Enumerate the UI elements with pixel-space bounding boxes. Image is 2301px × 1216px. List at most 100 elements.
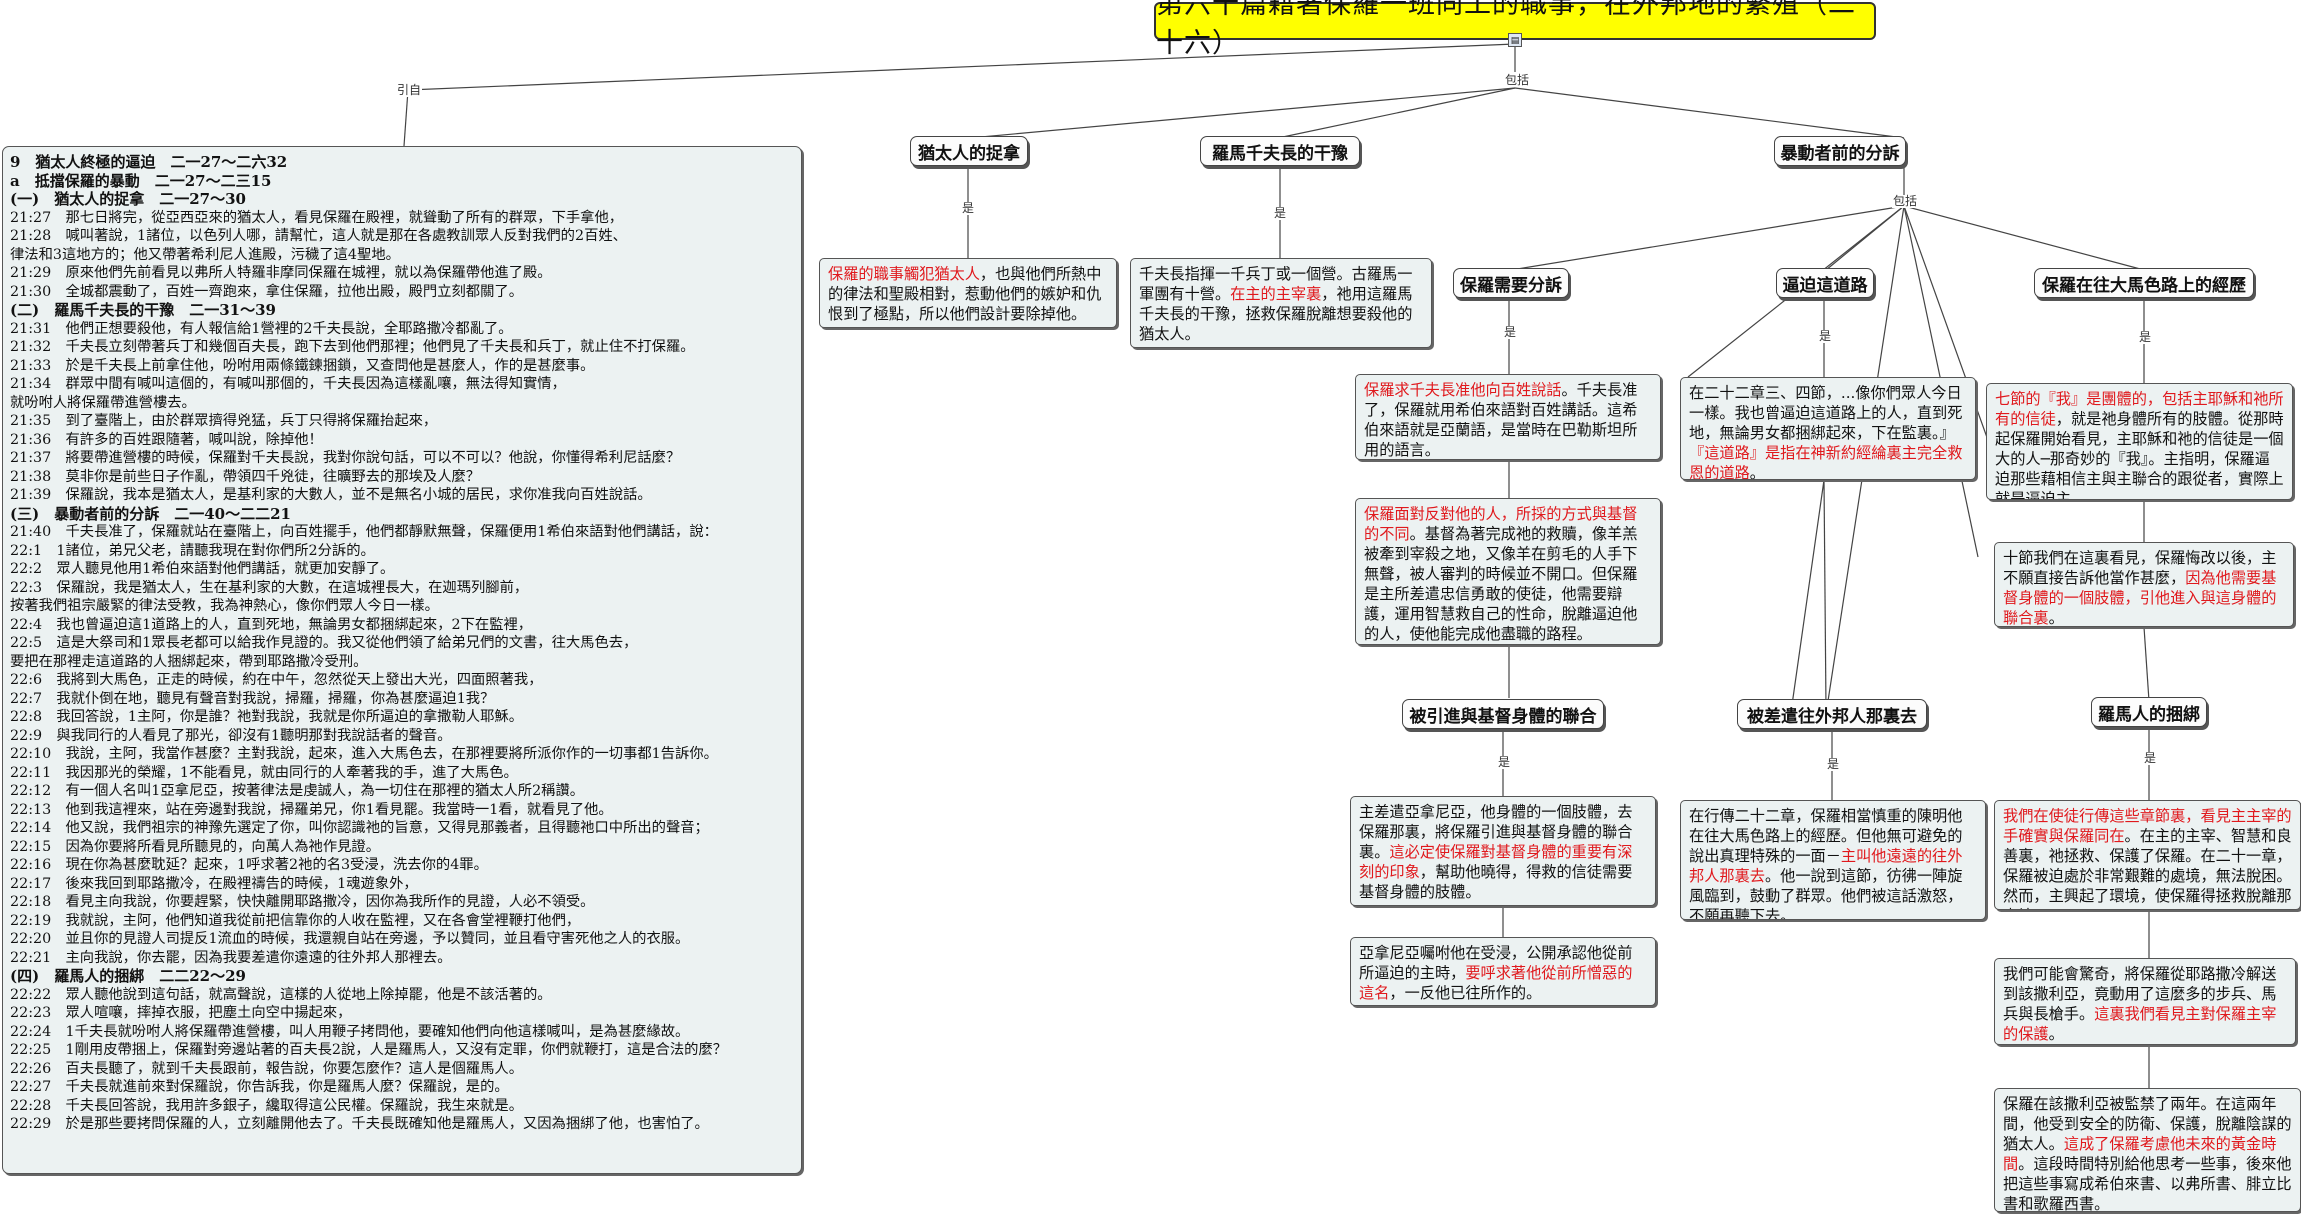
note-paul-approach[interactable]: 保羅面對反對他的人，所採的方式與基督的不同。基督為著完成祂的救贖，像羊羔被牽到宰… [1355,498,1661,645]
verse-line: 21:28 喊叫著說，1諸位，以色列人哪，請幫忙，這人就是那在各處教訓眾人反對我… [10,228,627,244]
note-sovereign-protection[interactable]: 我們可能會驚奇，將保羅從耶路撒冷解送到該撒利亞，竟動用了這麼多的步兵、馬兵與長槍… [1994,958,2296,1045]
verse-line: 21:29 原來他們先前看見以弗所人特羅非摩同保羅在城裡，就以為保羅帶他進了殿。 [10,265,552,281]
topic-roman-binding[interactable]: 羅馬人的捆綁 [2091,697,2207,727]
note-sovereign-hand[interactable]: 我們在使徒行傳這些章節裏，看見主主宰的手確實與保羅同在。在主的主宰、智慧和良善裏… [1994,800,2301,910]
note-text: 千夫長指揮一千兵丁或一個營。古羅馬一軍團有十營。 [1139,265,1413,303]
is-label: 是 [1818,329,1833,343]
note-text: ，也與他們所熱中的律法和聖殿相對，惹動他們的嫉妒和仇恨到了極點，所以他們設計要除… [828,265,1102,323]
verse-line: 21:39 保羅說，我本是猶太人，是基利家的大數人，並不是無名小城的居民，求你准… [10,487,652,503]
note-text: ，就是祂身體所有的肢體。從那時起保羅開始看見，主耶穌和祂的信徒是一個大的人─那奇… [1995,410,2284,500]
verse-line: 22:26 百夫長聽了，就到千夫長跟前，報告說，你要怎麼作？這人是個羅馬人。 [10,1060,523,1077]
topic-sent-to-gentiles[interactable]: 被差遣往外邦人那裏去 [1737,699,1927,729]
note-text: 。他一說到這節，彷彿一陣旋風臨到，鼓動了群眾。他們被這話激怒，不願再聽下去。 [1689,867,1963,920]
topic-defense-before-rioters[interactable]: 暴動者前的分訴 [1774,136,1906,166]
verse-line: 就吩咐人將保羅帶進營樓去。 [10,394,196,411]
note-ananias-sent[interactable]: 主差遣亞拿尼亞，他身體的一個肢體，去保羅那裏，將保羅引進與基督身體的聯合裏。這必… [1350,796,1656,906]
note-jews-arrest[interactable]: 保羅的職事觸犯猶太人，也與他們所熱中的律法和聖殿相對，惹動他們的嫉妒和仇恨到了極… [819,258,1117,328]
outline-heading: (四) 羅馬人的捆綁 二二22～29 [10,967,246,985]
verse-line: 22:8 我回答說，1主阿，你是誰？祂對我說，我就是你所逼迫的拿撒勒人耶穌。 [10,709,523,725]
note-text: 。千夫長准了，保羅就用希伯來語對百姓講話。這希伯來語就是亞蘭語，是當時在巴勒斯坦… [1364,381,1638,459]
verse-line: 21:37 將要帶進營樓的時候，保羅對千夫長說，我對你說句話，可以不可以？他說，… [10,450,681,466]
verse-line: 22:24 1千夫長就吩咐人將保羅帶進營樓，叫人用鞭子拷問他，要確知他們向他這樣… [10,1023,690,1040]
verse-line: 22:10 我說，主阿，我當作甚麼？主對我說，起來，進入大馬色去，在那裡要將所派… [10,746,718,762]
highlight-text: 這成了保羅考慮他未來的黃金時間 [2003,1135,2277,1173]
highlight-text: 這裏我們看見主對保羅主宰的保護 [2003,1005,2277,1043]
note-text: 亞拿尼亞囑咐他在受浸，公開承認他從前所逼迫的主時， [1359,944,1633,982]
is-label: 是 [961,201,976,215]
outline-heading: a 抵擋保羅的暴動 二一27～二三15 [10,171,272,190]
topic-paul-needs-defense[interactable]: 保羅需要分訴 [1453,268,1569,298]
highlight-text: 『這道路』是指在神新約經綸裏主完全救恩的道路 [1689,444,1963,480]
verse-line: 21:36 有許多的百姓跟隨著，喊叫說，除掉他！ [10,431,323,448]
verse-line: 21:27 那七日將完，從亞西亞來的猶太人，看見保羅在殿裡，就聳動了所有的群眾，… [10,209,624,226]
outline-heading: 9 猶太人終極的逼迫 二一27～二六32 [10,153,288,171]
outline-heading: (一) 猶太人的捉拿 二一27～30 [10,190,246,208]
note-text: 。在主的主宰、智慧和良善裏，祂拯救、保護了保羅。在二十一章，保羅被迫處於非常艱難… [2003,827,2292,909]
includes-label: 包括 [1892,194,1919,208]
intro-label: 引自 [396,83,423,97]
note-text: 。基督為著完成祂的救贖，像羊羔被牽到宰殺之地，又像羊在剪毛的人手下無聲，被人審判… [1364,525,1638,643]
topic-union-with-body[interactable]: 被引進與基督身體的聯合 [1402,699,1604,729]
verse-line: 22:19 我就說，主阿，他們知道我從前把信靠你的人收在監裡，又在各會堂裡鞭打他… [10,912,581,929]
outline-heading: (二) 羅馬千夫長的干豫 二一31～39 [10,301,276,319]
verse-line: 21:38 莫非你是前些日子作亂，帶領四千兇徒，往曠野去的那埃及人麼？ [10,468,481,485]
highlight-text: 因為他需要基督身體的一個肢體，引他進入與這身體的聯合裏 [2003,569,2277,627]
highlight-text: 在主的主宰裏 [1230,285,1322,303]
note-text: 主差遣亞拿尼亞，他身體的一個肢體，去保羅那裏，將保羅引進與基督身體的聯合裏。 [1359,803,1633,861]
highlight-text: 保羅求千夫長准他向百姓說話 [1364,381,1562,399]
note-text: ，幫助他曉得，得救的信徒需要基督身體的肢體。 [1359,863,1633,901]
verse-line: 22:25 1剛用皮帶捆上，保羅對旁邊站著的百夫長2說，人是羅馬人，又沒有定罪，… [10,1042,728,1058]
note-text: 。這段時間特別給他思考一些事，後來他把這些事寫成希伯來書、以弗所書、腓立比書和歌… [2003,1155,2292,1212]
verse-line: 律法和3這地方的；他又帶著希利尼人進殿，污穢了這4聖地。 [10,246,400,263]
note-text: 。 [2048,609,2064,627]
verse-line: 22:16 現在你為甚麼耽延？起來，1呼求著2祂的名3受浸，洗去你的4罪。 [10,857,488,873]
verse-line: 21:32 千夫長立刻帶著兵丁和幾個百夫長，跑下去到他們那裡；他們見了千夫長和兵… [10,339,695,355]
verse-line: 22:20 並且你的見證人司提反1流血的時候，我還親自站在旁邊，予以贊同，並且看… [10,931,690,947]
note-text: 在行傳二十二章，保羅相當慎重的陳明他在往大馬色路上的經歷。但他無可避免的說出真理… [1689,807,1963,865]
highlight-text: 保羅面對反對他的人，所採的方式與基督的不同 [1364,505,1638,543]
verse-line: 21:40 千夫長准了，保羅就站在臺階上，向百姓擺手，他們都靜默無聲，保羅便用1… [10,524,718,540]
note-text: 保羅在該撒利亞被監禁了兩年。在這兩年間，他受到安全的防衛、保護，脫離陰謀的猶太人… [2003,1095,2292,1153]
note-text: 我們可能會驚奇，將保羅從耶路撒冷解送到該撒利亞，竟動用了這麼多的步兵、馬兵與長槍… [2003,965,2277,1023]
verse-line: 22:9 與我同行的人看見了那光，卻沒有1聽明那對我說話者的聲音。 [10,727,452,744]
note-call-on-name[interactable]: 亞拿尼亞囑咐他在受浸，公開承認他從前所逼迫的主時，要呼求著他從前所憎惡的這名，一… [1350,937,1656,1006]
note-golden-time[interactable]: 保羅在該撒利亞被監禁了兩年。在這兩年間，他受到安全的防衛、保護，脫離陰謀的猶太人… [1994,1088,2301,1212]
note-need-member[interactable]: 十節我們在這裏看見，保羅悔改以後，主不願直接告訴他當作甚麼，因為他需要基督身體的… [1994,542,2294,627]
note-corporate-me[interactable]: 七節的『我』是團體的，包括主耶穌和祂所有的信徒，就是祂身體所有的肢體。從那時起保… [1986,383,2293,500]
verse-line: 22:5 這是大祭司和1眾長老都可以給我作見證的。我又從他們領了給弟兄們的文書，… [10,635,638,651]
document-icon[interactable]: ▤ [1508,33,1522,47]
verse-line: 22:3 保羅說，我是猶太人，生在基利家的大數，在這城裡長大，在迦瑪列腳前， [10,579,529,596]
note-text: 在二十二章三、四節，...像你們眾人今日一樣。我也曾逼迫這道路上的人，直到死地，… [1689,384,1963,442]
note-roman-commander[interactable]: 千夫長指揮一千兵丁或一個營。古羅馬一軍團有十營。在主的主宰裏，祂用這羅馬千夫長的… [1130,258,1432,348]
verse-line: 按著我們祖宗嚴緊的律法受教，我為神熱心，像你們眾人今日一樣。 [10,598,439,614]
note-sent-to-gentiles[interactable]: 在行傳二十二章，保羅相當慎重的陳明他在往大馬色路上的經歷。但他無可避免的說出真理… [1680,800,1986,920]
verse-line: 22:15 因為你要將所看見所聽見的，向萬人為祂作見證。 [10,838,381,855]
topic-damascus-road-experience[interactable]: 保羅在往大馬色路上的經歷 [2034,268,2254,298]
note-text: 十節我們在這裏看見，保羅悔改以後，主不願直接告訴他當作甚麼， [2003,549,2277,587]
note-text: ，祂用這羅馬千夫長的干豫，拯救保羅脫離想要殺他的猶太人。 [1139,285,1413,343]
verse-line: 22:28 千夫長回答說，我用許多銀子，纔取得這公民權。保羅說，我生來就是。 [10,1097,523,1114]
note-persecuting-the-way[interactable]: 在二十二章三、四節，...像你們眾人今日一樣。我也曾逼迫這道路上的人，直到死地，… [1680,377,1976,480]
verse-line: 22:12 有一個人名叫1亞拿尼亞，按著律法是虔誠人，為一切住在那裡的猶太人所2… [10,783,585,799]
note-paul-needs-defense[interactable]: 保羅求千夫長准他向百姓說話。千夫長准了，保羅就用希伯來語對百姓講話。這希伯來語就… [1355,374,1661,460]
verse-line: 22:6 我將到大馬色，正走的時候，約在中午，忽然從天上發出大光，四面照著我， [10,672,543,688]
topic-roman-commander[interactable]: 羅馬千夫長的干豫 [1200,136,1360,166]
verse-line: 要把在那裡走這道路的人捆綁起來，帶到耶路撒冷受刑。 [10,653,368,670]
outline-heading: (三) 暴動者前的分訴 二一40～二二21 [10,504,291,523]
verse-line: 22:7 我就仆倒在地，聽見有聲音對我說，掃羅，掃羅，你為甚麼逼迫1我？ [10,690,495,707]
highlight-text: 要呼求著他從前所憎惡的這名 [1359,964,1633,1002]
note-text: 。 [1749,464,1765,480]
verse-line: 22:4 我也曾逼迫這1道路上的人，直到死地，無論男女都捆綁起來，2下在監裡， [10,616,533,633]
note-text: ，一反他已往所作的。 [1389,984,1542,1002]
verse-line: 22:1 1諸位，弟兄父老，請聽我現在對你們所2分訴的。 [10,542,375,559]
topic-jews-arrest[interactable]: 猶太人的捉拿 [910,136,1028,166]
is-label: 是 [1826,757,1841,771]
verse-line: 22:22 眾人聽他說到這句話，就高聲說，這樣的人從地上除掉罷，他是不該活著的。 [10,986,552,1003]
verse-line: 22:27 千夫長就進前來對保羅說，你告訴我，你是羅馬人麼？保羅說，是的。 [10,1079,509,1095]
topic-persecuting-the-way[interactable]: 逼迫這道路 [1776,268,1874,298]
is-label: 是 [1503,325,1518,339]
note-text: 。 [2048,1025,2064,1043]
verse-line: 21:31 他們正想要殺他，有人報信給1營裡的2千夫長說，全耶路撒冷都亂了。 [10,320,513,337]
verse-line: 22:29 於是那些要拷問保羅的人，立刻離開他去了。千夫長既確知他是羅馬人，又因… [10,1116,709,1132]
